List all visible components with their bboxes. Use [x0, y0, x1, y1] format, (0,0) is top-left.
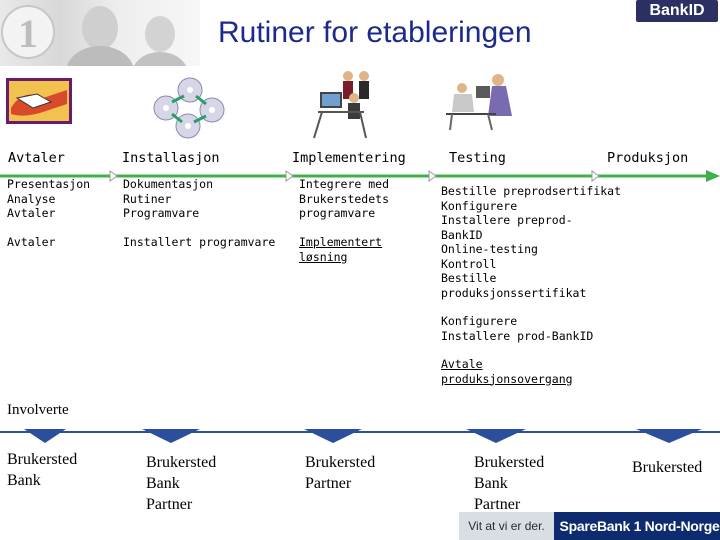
- production-steps: Konfigurere Installere prod-BankID: [441, 314, 593, 343]
- involved-heading: Involverte: [7, 402, 69, 419]
- activities-implementering: Integrere med Brukerstedets programvare: [299, 177, 389, 221]
- outcome-avtaler: Avtaler: [7, 235, 55, 250]
- activities-testing: Bestille preprodsertifikat Konfigurere I…: [441, 184, 621, 300]
- involved-final-parties: Brukersted: [632, 457, 702, 478]
- production-outcome: Avtale produksjonsovergang: [441, 357, 573, 386]
- activities-avtaler: Presentasjon Analyse Avtaler: [7, 177, 90, 221]
- outcome-implementering: Implementert løsning: [299, 235, 382, 264]
- stage-label-produksjon: Produksjon: [607, 150, 688, 166]
- stage-label-implementering: Implementering: [292, 150, 406, 166]
- people-photo-icon: 1: [0, 0, 200, 66]
- footer-slogan: Vit at vi er der.: [459, 512, 554, 540]
- involved-installasjon-parties: Brukersted Bank: [7, 449, 77, 491]
- stage-label-installasjon: Installasjon: [122, 150, 220, 166]
- involved-implementering-parties: Brukersted Bank Partner: [146, 452, 216, 515]
- outcome-installasjon: Installert programvare: [123, 235, 275, 250]
- software-discs-icon: [148, 68, 228, 140]
- computer-work-icon: [440, 68, 520, 138]
- activities-installasjon: Dokumentasjon Rutiner Programvare: [123, 177, 213, 221]
- involved-line: [0, 425, 720, 447]
- stage-label-testing: Testing: [449, 150, 506, 166]
- badge-one: 1: [18, 11, 38, 56]
- involved-testing-parties: Brukersted Partner: [305, 452, 375, 494]
- stage-label-avtaler: Avtaler: [8, 150, 65, 166]
- bankid-logo: BankID: [636, 0, 718, 22]
- header-photo-banner: 1: [0, 0, 200, 66]
- footer-bar: Vit at vi er der. SpareBank 1 Nord-Norge: [459, 512, 720, 540]
- page-title: Rutiner for etableringen: [218, 16, 532, 50]
- team-meeting-icon: [308, 68, 390, 140]
- sparebank-logo: SpareBank 1 Nord-Norge: [559, 512, 720, 540]
- involved-produksjon-parties: Brukersted Bank Partner: [474, 452, 544, 515]
- handshake-icon: [3, 68, 75, 128]
